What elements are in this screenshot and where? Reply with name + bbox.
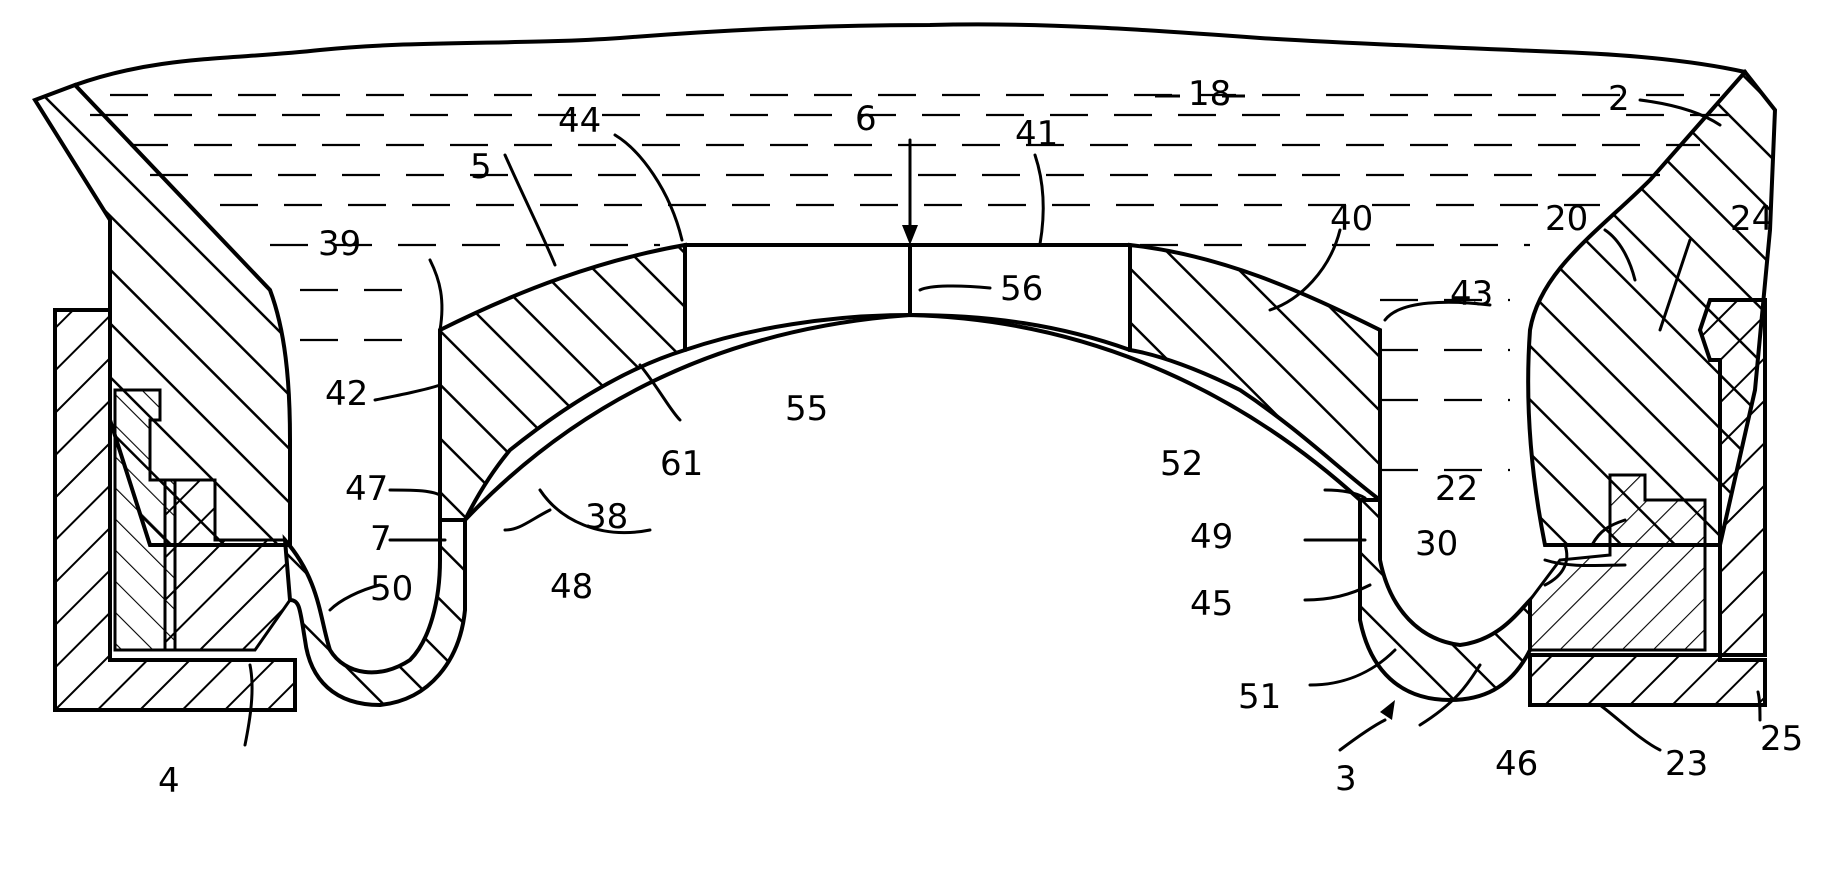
numeral-52: 52 [1160,444,1203,484]
numeral-51: 51 [1238,677,1281,717]
numeral-23: 23 [1665,744,1708,784]
numeral-44: 44 [558,101,601,141]
numeral-47: 47 [345,469,388,509]
numeral-38: 38 [585,497,628,537]
numeral-49: 49 [1190,517,1233,557]
numeral-30: 30 [1415,524,1458,564]
numeral-7: 7 [370,519,392,559]
numeral-5: 5 [470,147,492,187]
numeral-25: 25 [1760,719,1803,759]
numeral-56: 56 [1000,269,1043,309]
arrow-3 [1380,700,1395,720]
numeral-40: 40 [1330,199,1373,239]
numeral-55: 55 [785,389,828,429]
numeral-22: 22 [1435,469,1478,509]
numeral-6: 6 [855,99,877,139]
closure-body [285,245,1530,705]
numeral-46: 46 [1495,744,1538,784]
numeral-48: 48 [550,567,593,607]
numeral-3: 3 [1335,759,1357,799]
numeral-50: 50 [370,569,413,609]
numeral-2: 2 [1608,79,1630,119]
arrow-6 [902,225,918,245]
numeral-39: 39 [318,224,361,264]
numeral-43: 43 [1450,274,1493,314]
numeral-4: 4 [158,761,180,801]
numeral-61: 61 [660,444,703,484]
numeral-45: 45 [1190,584,1233,624]
liquid-label: 18 [1188,74,1231,114]
numeral-42: 42 [325,374,368,414]
numeral-20: 20 [1545,199,1588,239]
numeral-24: 24 [1730,199,1773,239]
numeral-41: 41 [1015,114,1058,154]
